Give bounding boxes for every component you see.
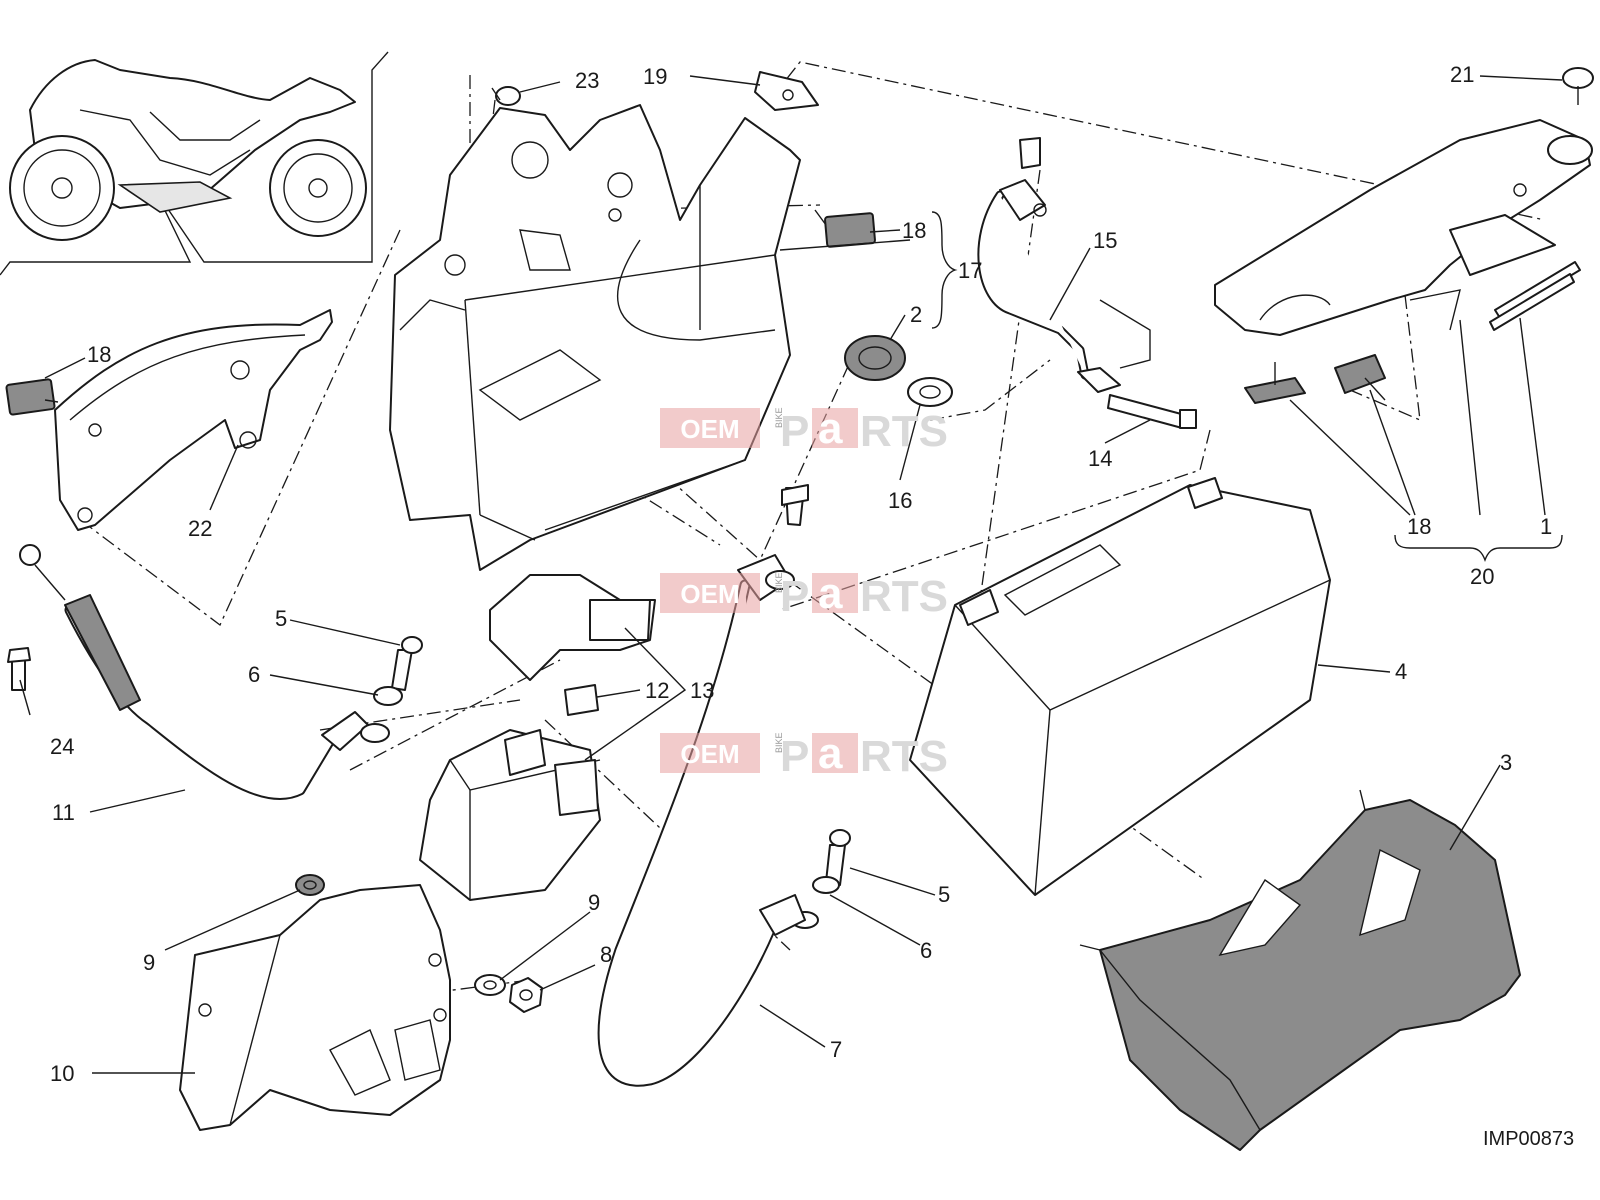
motorcycle-locator-inset <box>0 51 389 276</box>
fuse-12 <box>564 684 599 716</box>
battery-4 <box>909 477 1331 896</box>
relay-cover <box>489 574 656 681</box>
starter-relay-13 <box>419 729 601 901</box>
callout-17: 17 <box>958 258 982 283</box>
callout-11: 11 <box>52 800 75 825</box>
washer-16 <box>907 377 953 407</box>
screw-23 <box>491 86 521 106</box>
callout-24: 24 <box>50 734 74 759</box>
bracket-22 <box>54 309 333 531</box>
callout-7: 7 <box>830 1037 842 1062</box>
image-code: IMP00873 <box>1483 1128 1574 1150</box>
strap-1 <box>1489 261 1581 331</box>
callout-8: 8 <box>600 942 612 967</box>
watermark-1: OEM BIKE P a RTS <box>660 404 948 456</box>
grommet-2 <box>844 335 906 381</box>
holder-10 <box>179 884 451 1131</box>
battery-box <box>389 104 801 571</box>
svg-text:BIKE: BIKE <box>774 407 784 428</box>
callout-23: 23 <box>575 68 599 93</box>
callout-22: 22 <box>188 516 212 541</box>
callout-18-bracket: 18 <box>87 342 111 367</box>
screw-5-upper <box>391 636 423 691</box>
callout-15: 15 <box>1093 228 1117 253</box>
screw-24 <box>7 647 31 691</box>
callout-9-lower: 9 <box>588 890 600 915</box>
svg-text:RTS: RTS <box>860 732 948 781</box>
svg-text:RTS: RTS <box>860 572 948 621</box>
svg-text:OEM: OEM <box>680 579 739 609</box>
nut-8 <box>509 977 543 1013</box>
svg-text:BIKE: BIKE <box>774 572 784 593</box>
callout-12: 12 <box>645 678 669 703</box>
svg-text:P: P <box>780 572 809 621</box>
washer-9-lower <box>474 974 506 996</box>
leader-lines <box>19 75 1563 1074</box>
callout-1: 1 <box>1540 514 1552 539</box>
screw-21 <box>1562 67 1594 105</box>
svg-text:P: P <box>780 732 809 781</box>
svg-text:a: a <box>818 404 843 453</box>
callout-9-upper: 9 <box>143 950 155 975</box>
callout-21: 21 <box>1450 62 1474 87</box>
callout-20: 20 <box>1470 564 1494 589</box>
pads-18 <box>5 209 1386 416</box>
washer-9-upper <box>295 874 325 896</box>
callout-labels: 23 19 21 15 18 17 2 16 14 18 22 18 1 20 … <box>50 62 1574 1150</box>
callout-19: 19 <box>643 64 667 89</box>
callout-3: 3 <box>1500 750 1512 775</box>
svg-text:OEM: OEM <box>680 739 739 769</box>
battery-tray-3 <box>1079 789 1521 1151</box>
callout-18-cover: 18 <box>1407 514 1431 539</box>
svg-text:OEM: OEM <box>680 414 739 444</box>
svg-text:a: a <box>818 729 843 778</box>
callout-18-box: 18 <box>902 218 926 243</box>
callout-16: 16 <box>888 488 912 513</box>
clip-19 <box>754 71 819 111</box>
callout-6-upper: 6 <box>248 662 260 687</box>
screw-5-lower <box>825 829 851 886</box>
callout-4: 4 <box>1395 659 1407 684</box>
callout-2: 2 <box>910 302 922 327</box>
svg-text:RTS: RTS <box>860 407 948 456</box>
washer-6-upper <box>360 686 403 743</box>
cable-15 <box>977 137 1151 393</box>
cable-7 <box>597 484 809 1087</box>
watermark-3: OEM BIKE P a RTS <box>660 729 948 781</box>
svg-text:P: P <box>780 407 809 456</box>
svg-text:BIKE: BIKE <box>774 732 784 753</box>
watermark-2: OEM BIKE P a RTS <box>660 569 948 621</box>
callout-14: 14 <box>1088 446 1112 471</box>
cover-20 <box>1214 119 1593 336</box>
svg-text:a: a <box>818 569 843 618</box>
screw-14 <box>1107 394 1197 429</box>
callout-6-lower: 6 <box>920 938 932 963</box>
callout-5-upper: 5 <box>275 606 287 631</box>
callout-10: 10 <box>50 1061 74 1086</box>
callout-13: 13 <box>690 678 714 703</box>
cable-11 <box>19 544 369 801</box>
callout-5-lower: 5 <box>938 882 950 907</box>
